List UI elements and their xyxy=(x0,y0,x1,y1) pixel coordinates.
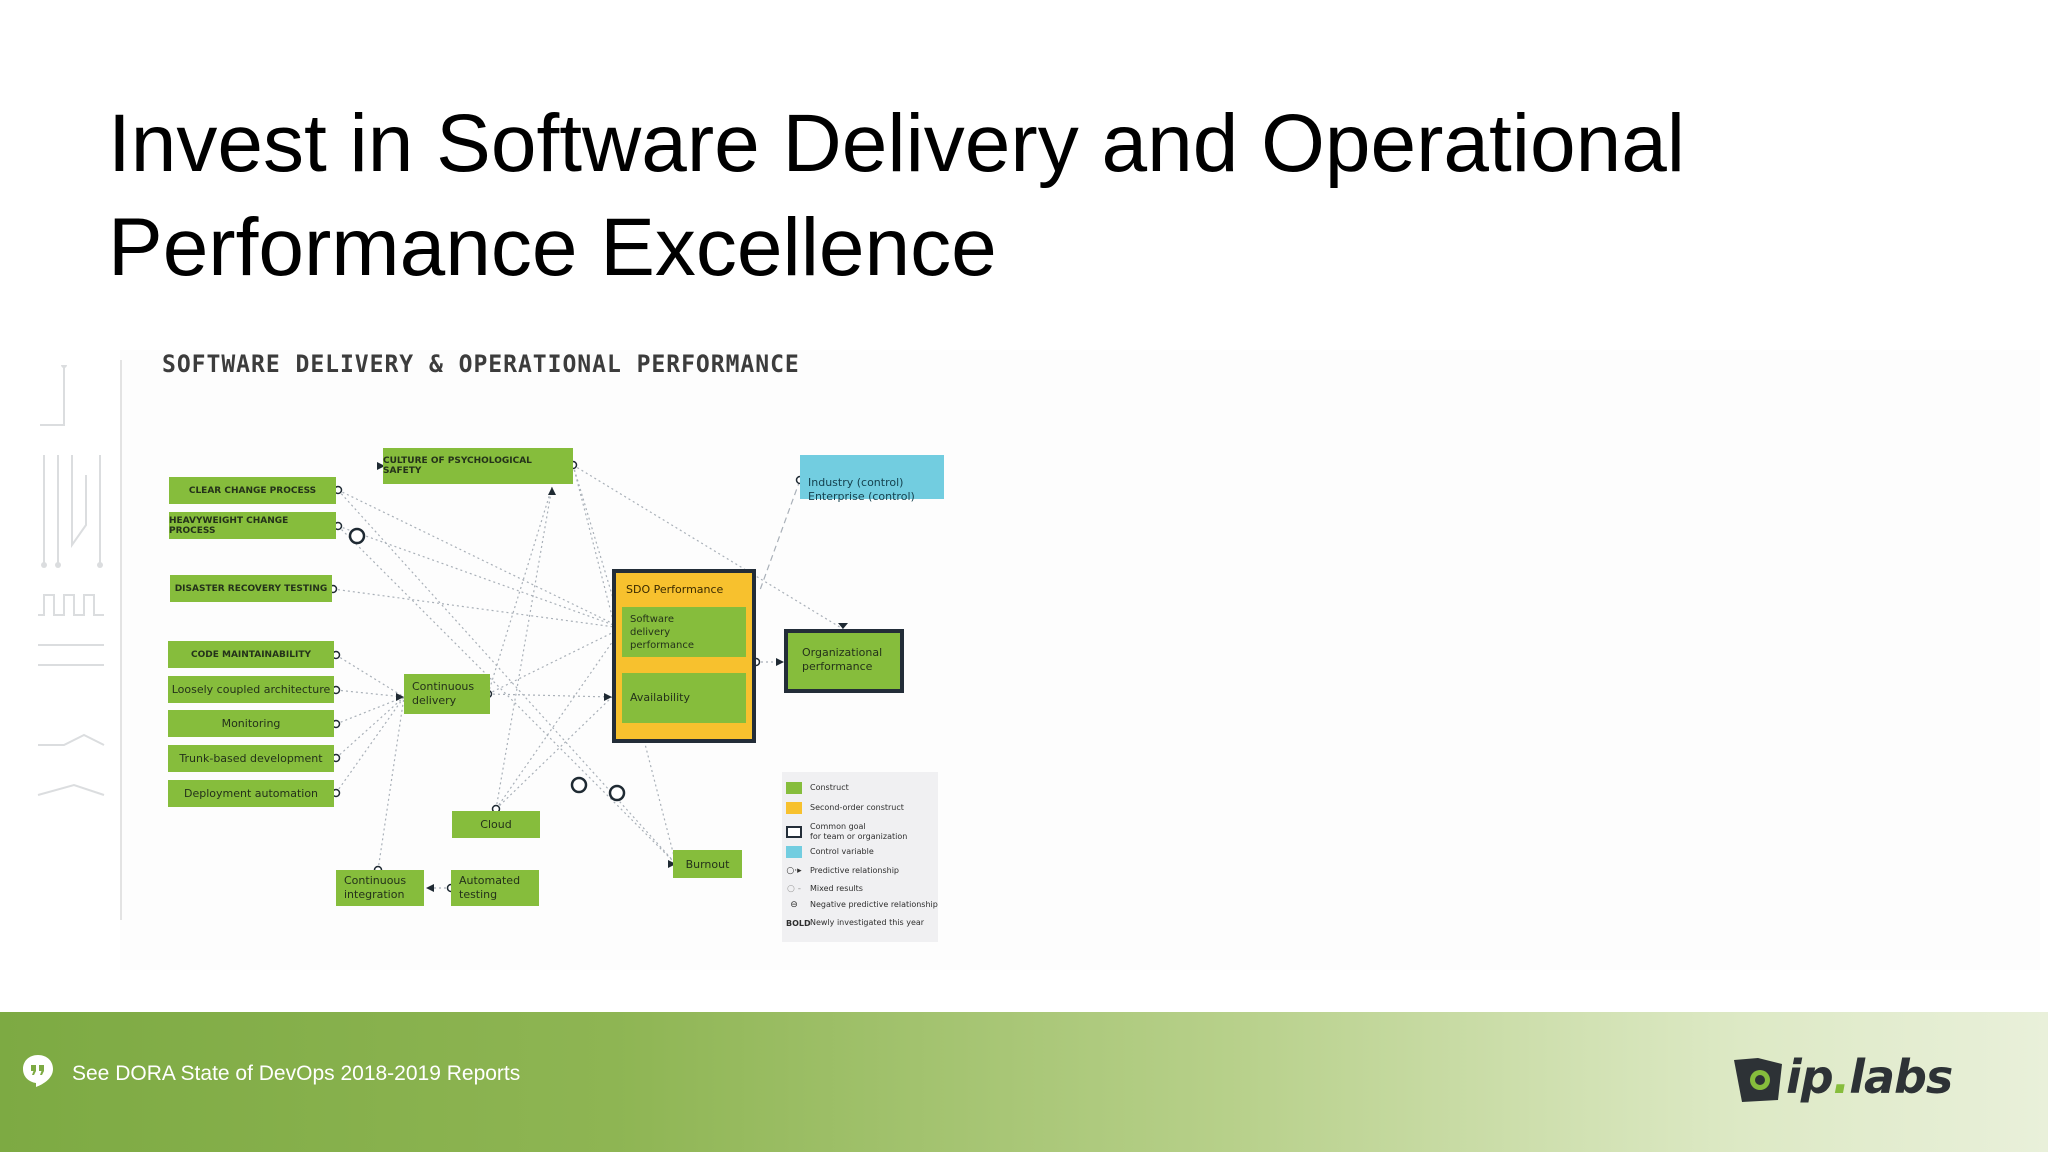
label-automated-testing: Automated testing xyxy=(459,874,521,901)
camera-logo-icon xyxy=(1734,1058,1782,1102)
box-software-delivery-performance: Software delivery performance xyxy=(622,607,746,657)
label-control-variables: Industry (control) Enterprise (control) xyxy=(808,476,915,503)
negative-marker-icon: ⊖ xyxy=(790,900,798,910)
slide-title: Invest in Software Delivery and Operatio… xyxy=(108,98,1686,293)
box-automated-testing: Automated testing xyxy=(451,870,539,906)
legend-common-goal: Common goal for team or organization xyxy=(786,822,907,842)
legend-bold-key: BOLD xyxy=(786,918,811,928)
box-cloud: Cloud xyxy=(452,811,540,838)
label-burnout: Burnout xyxy=(685,857,730,871)
mixed-results-icon: ○ - xyxy=(787,884,801,894)
legend-label-second-order: Second-order construct xyxy=(810,803,904,812)
label-loosely-coupled-architecture: Loosely coupled architecture xyxy=(171,683,331,696)
organizational-performance-frame: Organizational performance xyxy=(784,629,904,693)
label-software-delivery-performance: Software delivery performance xyxy=(630,613,695,651)
box-continuous-delivery: Continuous delivery xyxy=(404,674,490,714)
legend-swatch-second-order xyxy=(786,802,802,814)
legend-bold: BOLD Newly investigated this year xyxy=(786,918,924,928)
legend-construct: Construct xyxy=(786,782,849,794)
footer-band xyxy=(0,1012,2048,1152)
label-trunk-based-development: Trunk-based development xyxy=(179,752,323,765)
label-heavyweight-change-process: HEAVYWEIGHT CHANGE PROCESS xyxy=(169,515,289,536)
legend-label-common-goal: Common goal for team or organization xyxy=(810,822,908,841)
legend-label-control-variable: Control variable xyxy=(810,847,874,856)
box-loosely-coupled-architecture: Loosely coupled architecture xyxy=(168,676,334,703)
label-clear-change-process: CLEAR CHANGE PROCESS xyxy=(188,485,317,496)
legend-swatch-construct xyxy=(786,782,802,794)
legend-swatch-common-goal xyxy=(786,826,802,838)
legend-swatch-control-variable xyxy=(786,846,802,858)
speech-quote-icon xyxy=(23,1055,53,1087)
label-monitoring: Monitoring xyxy=(221,717,281,730)
logo-text-labs: labs xyxy=(1849,1050,1953,1104)
label-sdo-performance: SDO Performance xyxy=(626,583,724,596)
legend-label-mixed: Mixed results xyxy=(810,884,863,893)
box-availability: Availability xyxy=(622,673,746,723)
legend-control-variable: Control variable xyxy=(786,846,874,858)
legend-label-bold: Newly investigated this year xyxy=(810,918,925,927)
legend-negative: ⊖ Negative predictive relationship xyxy=(786,900,938,910)
legend-label-construct: Construct xyxy=(810,783,849,792)
box-heavyweight-change-process: HEAVYWEIGHT CHANGE PROCESS xyxy=(169,512,336,539)
box-burnout: Burnout xyxy=(673,850,742,878)
logo-text-dot: . xyxy=(1832,1050,1851,1104)
box-continuous-integration: Continuous integration xyxy=(336,870,424,906)
legend-second-order: Second-order construct xyxy=(786,802,904,814)
box-deployment-automation: Deployment automation xyxy=(168,780,334,807)
legend-label-predictive: Predictive relationship xyxy=(810,866,899,875)
predictive-arrow-icon: ○·▸ xyxy=(786,866,802,876)
negative-marker-burnout-2 xyxy=(608,784,626,802)
logo-wordmark: ip.labs xyxy=(1786,1050,1953,1104)
label-continuous-delivery: Continuous delivery xyxy=(412,680,475,707)
label-culture-of-psychological-safety: CULTURE OF PSYCHOLOGICAL SAFETY xyxy=(383,456,532,476)
diagram-heading: SOFTWARE DELIVERY & OPERATIONAL PERFORMA… xyxy=(162,350,800,378)
box-trunk-based-development: Trunk-based development xyxy=(168,745,334,772)
box-clear-change-process: CLEAR CHANGE PROCESS xyxy=(169,477,336,504)
box-disaster-recovery-testing: DISASTER RECOVERY TESTING xyxy=(170,575,332,602)
label-deployment-automation: Deployment automation xyxy=(183,787,319,800)
divider-line xyxy=(120,360,122,920)
diagram-legend: Construct Second-order construct Common … xyxy=(782,772,938,942)
label-cloud: Cloud xyxy=(480,818,512,831)
box-culture-of-psychological-safety: CULTURE OF PSYCHOLOGICAL SAFETY xyxy=(383,448,573,484)
legend-mixed: ○ - Mixed results xyxy=(786,884,863,894)
negative-marker-heavyweight xyxy=(348,527,366,545)
box-code-maintainability: CODE MAINTAINABILITY xyxy=(168,641,334,668)
iplabs-logo: ip.labs xyxy=(1728,1050,2008,1110)
label-continuous-integration: Continuous integration xyxy=(344,874,407,901)
negative-marker-burnout-1 xyxy=(570,776,588,794)
logo-text-ip: ip xyxy=(1786,1050,1834,1104)
label-code-maintainability: CODE MAINTAINABILITY xyxy=(190,649,311,660)
label-organizational-performance: Organizational performance xyxy=(802,646,883,673)
sdo-performance-frame: SDO Performance Software delivery perfor… xyxy=(612,569,756,743)
legend-label-negative: Negative predictive relationship xyxy=(810,900,938,909)
footer-note: See DORA State of DevOps 2018-2019 Repor… xyxy=(72,1062,521,1085)
box-control-variables: Industry (control) Enterprise (control) xyxy=(800,455,944,503)
legend-predictive: ○·▸ Predictive relationship xyxy=(786,866,899,876)
box-monitoring: Monitoring xyxy=(168,710,334,737)
circuit-decoration xyxy=(37,365,105,796)
label-availability: Availability xyxy=(630,691,690,704)
label-disaster-recovery-testing: DISASTER RECOVERY TESTING xyxy=(174,583,328,594)
